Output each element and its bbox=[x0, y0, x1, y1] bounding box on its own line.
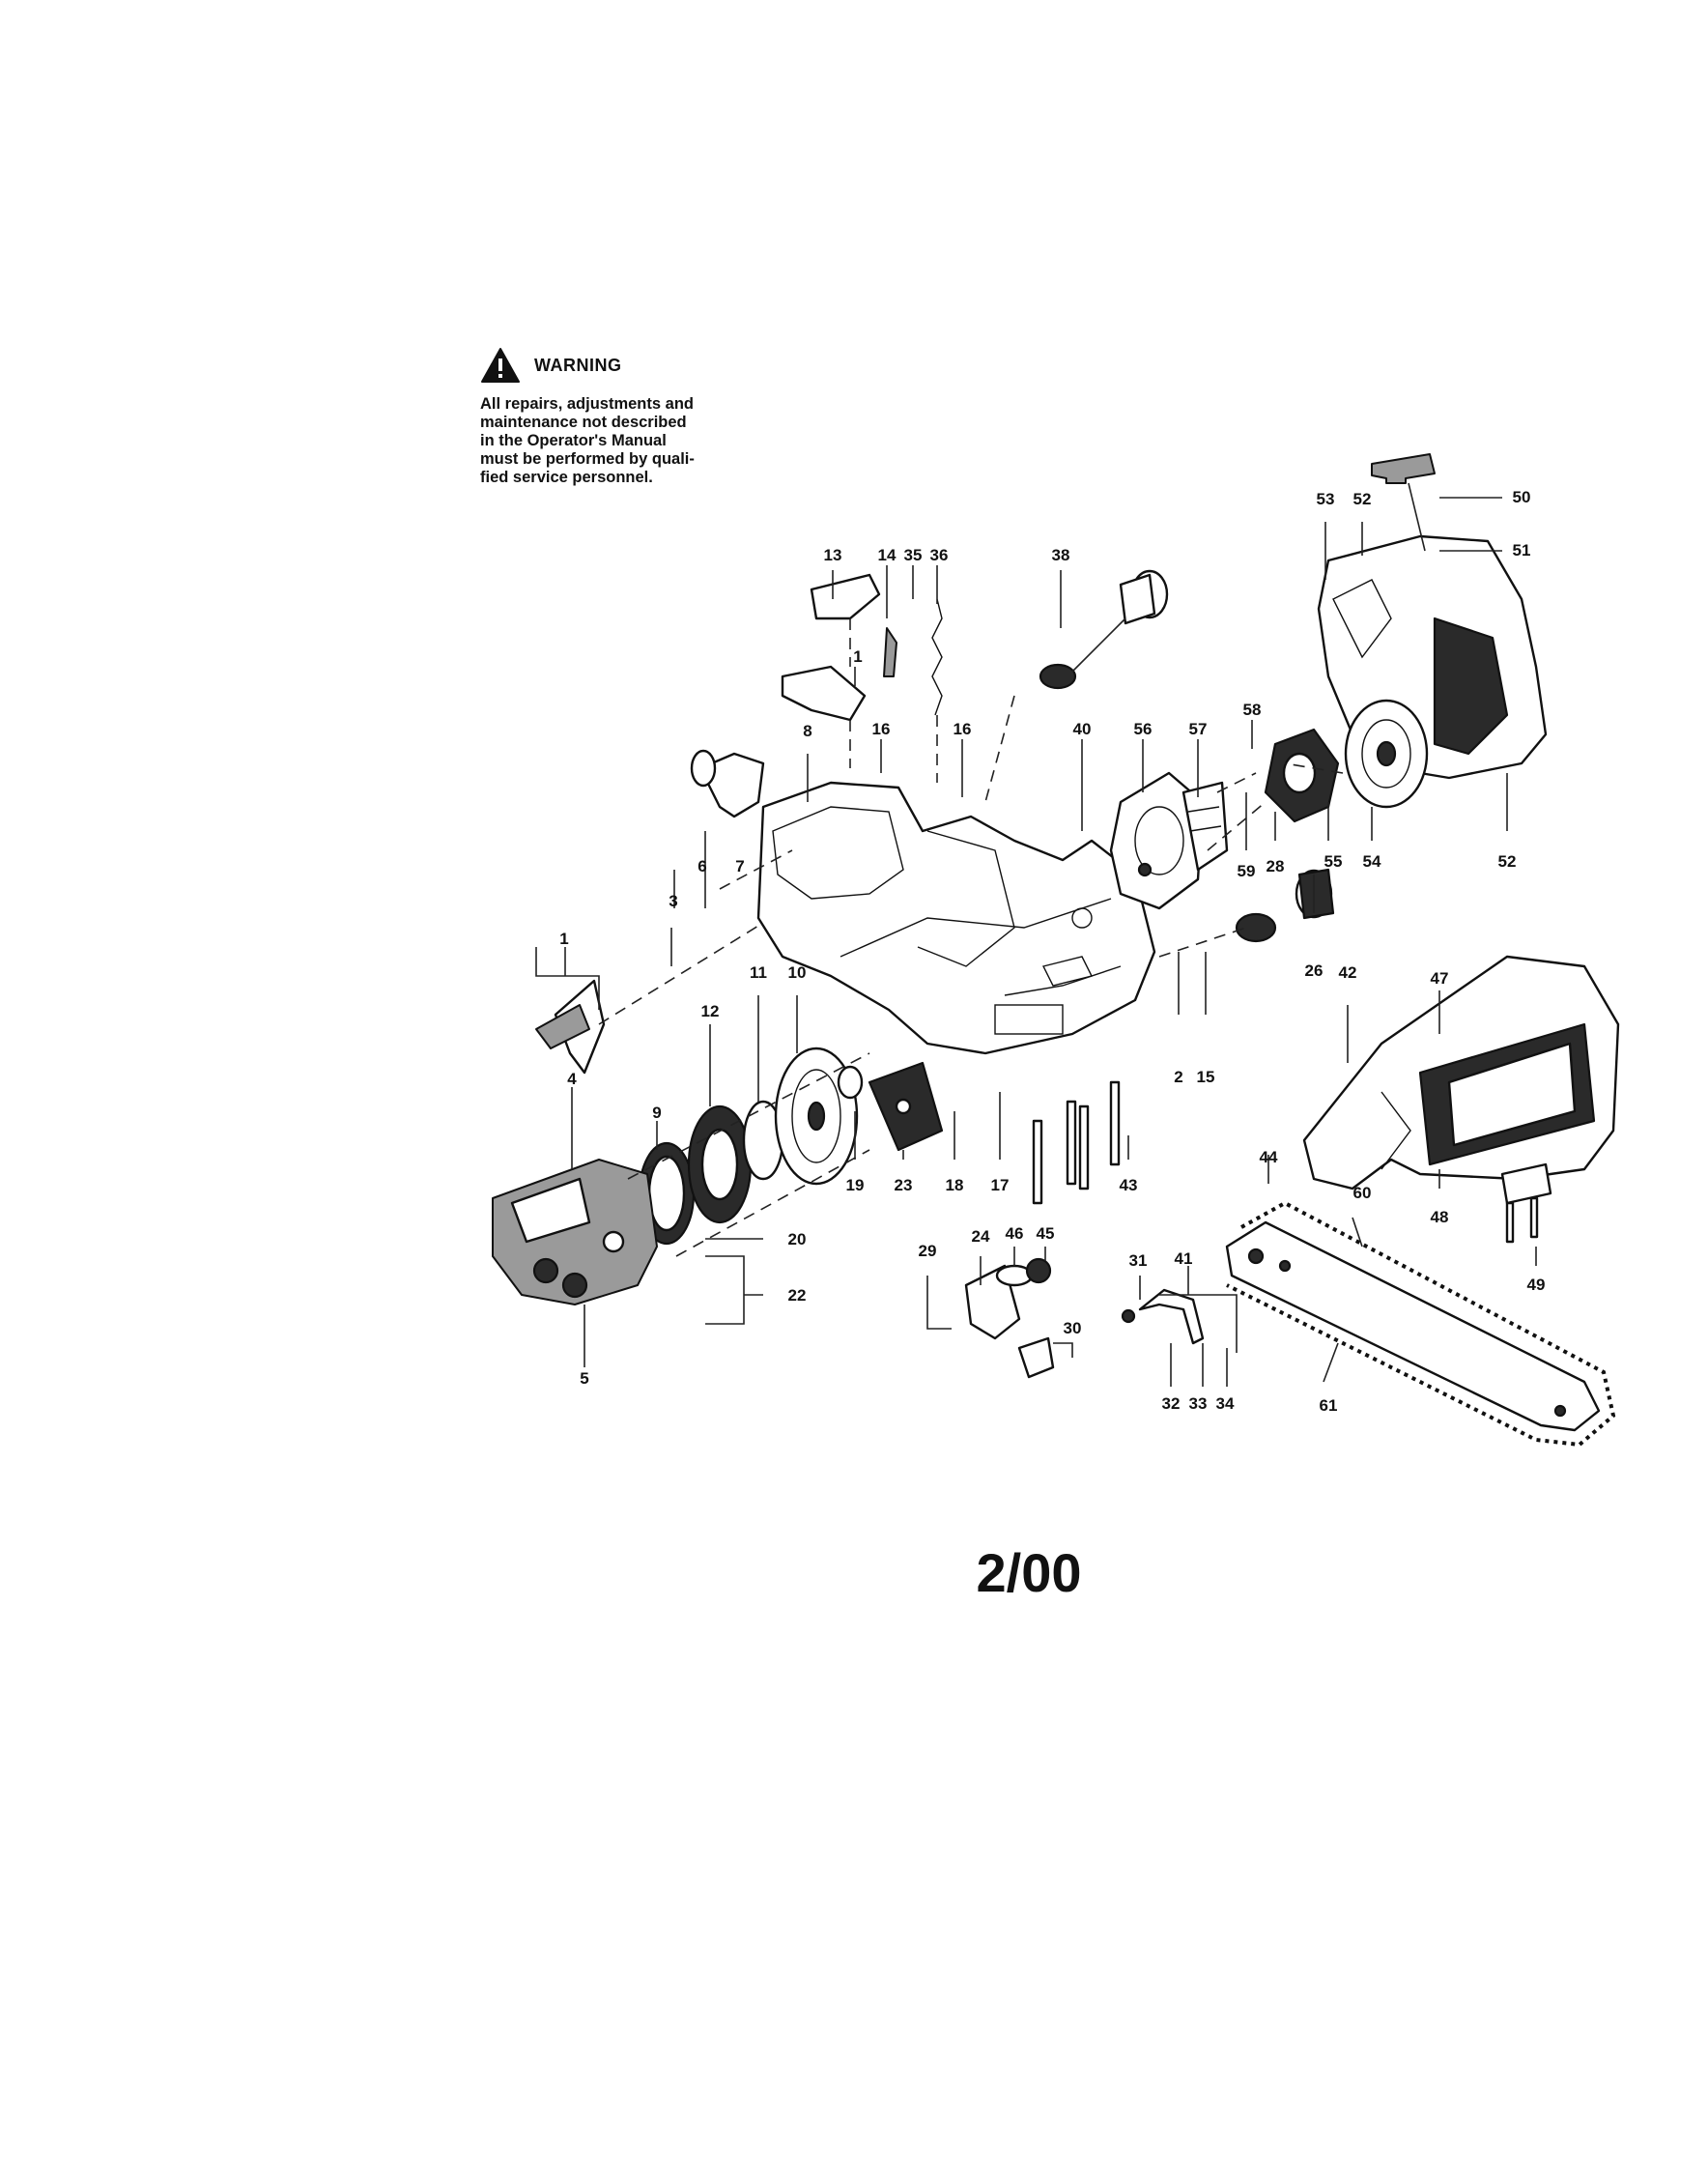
callout-45: 45 bbox=[1037, 1224, 1055, 1243]
callout-52b: 52 bbox=[1498, 852, 1517, 871]
bumper-spike bbox=[1500, 1162, 1552, 1244]
callout-61: 61 bbox=[1320, 1396, 1338, 1415]
callout-56: 56 bbox=[1134, 720, 1153, 738]
callout-11: 11 bbox=[750, 963, 767, 982]
callout-50: 50 bbox=[1513, 488, 1531, 506]
callout-22: 22 bbox=[788, 1286, 807, 1305]
callout-1: 1 bbox=[559, 930, 568, 948]
callout-1b: 1 bbox=[853, 647, 862, 666]
callout-40: 40 bbox=[1073, 720, 1092, 738]
throttle-trigger bbox=[690, 749, 765, 818]
callout-32: 32 bbox=[1162, 1394, 1181, 1413]
throttle-linkage bbox=[781, 573, 897, 722]
flywheel bbox=[1264, 728, 1340, 823]
warning-box: WARNING All repairs, adjustments and mai… bbox=[480, 343, 770, 487]
callout-5: 5 bbox=[580, 1369, 588, 1388]
callout-46: 46 bbox=[1006, 1224, 1024, 1243]
warning-line: All repairs, adjustments and bbox=[480, 395, 694, 413]
oil-line bbox=[1121, 1288, 1205, 1345]
callout-33: 33 bbox=[1189, 1394, 1208, 1413]
callout-4: 4 bbox=[567, 1070, 577, 1088]
callout-28: 28 bbox=[1267, 857, 1285, 875]
callout-36: 36 bbox=[930, 546, 949, 564]
callout-16: 16 bbox=[872, 720, 891, 738]
callout-38: 38 bbox=[1052, 546, 1070, 564]
callout-43: 43 bbox=[1120, 1176, 1138, 1194]
callout-51: 51 bbox=[1513, 541, 1531, 559]
callout-8: 8 bbox=[803, 722, 811, 740]
adjustment-spring bbox=[931, 598, 943, 783]
callout-20: 20 bbox=[788, 1230, 807, 1248]
callout-42: 42 bbox=[1339, 963, 1357, 982]
warning-triangle-icon bbox=[481, 348, 520, 383]
callout-3: 3 bbox=[669, 892, 677, 910]
callout-31: 31 bbox=[1129, 1251, 1148, 1270]
oil-pump bbox=[964, 1257, 1055, 1379]
callout-24: 24 bbox=[972, 1227, 990, 1246]
callout-35: 35 bbox=[904, 546, 923, 564]
callout-29: 29 bbox=[919, 1242, 937, 1260]
starter-pulley bbox=[1344, 699, 1429, 809]
front-hand-guard bbox=[1302, 955, 1620, 1190]
callout-17: 17 bbox=[991, 1176, 1010, 1194]
callout-18: 18 bbox=[946, 1176, 964, 1194]
starter-handle bbox=[1371, 453, 1436, 552]
bar-nuts bbox=[532, 1257, 588, 1299]
ignition-module bbox=[1109, 771, 1205, 910]
callout-44: 44 bbox=[1260, 1148, 1278, 1166]
callout-47: 47 bbox=[1431, 969, 1449, 988]
callout-34: 34 bbox=[1216, 1394, 1235, 1413]
cylinder-bolts bbox=[1032, 1080, 1121, 1205]
fuel-cap-assembly bbox=[1039, 569, 1169, 690]
callout-14: 14 bbox=[878, 546, 897, 564]
warning-text: All repairs, adjustments and maintenance… bbox=[480, 395, 770, 487]
revision-date: 2/00 bbox=[976, 1542, 1082, 1603]
guide-bar-and-chain bbox=[1225, 1200, 1616, 1448]
callout-12: 12 bbox=[701, 1002, 720, 1020]
callout-26: 26 bbox=[1305, 961, 1324, 980]
assembly-lines bbox=[598, 618, 1344, 1257]
callout-labels: 1 1 2 3 4 5 6 7 8 9 10 11 12 13 14 15 16… bbox=[559, 488, 1545, 1415]
callout-30: 30 bbox=[1064, 1319, 1082, 1337]
warning-line: must be performed by quali- bbox=[480, 450, 695, 468]
callout-52: 52 bbox=[1353, 490, 1372, 508]
callout-59: 59 bbox=[1238, 862, 1256, 880]
leader-lines bbox=[535, 497, 1537, 1387]
callout-48: 48 bbox=[1431, 1208, 1449, 1226]
callout-16b: 16 bbox=[954, 720, 972, 738]
warning-title: WARNING bbox=[534, 355, 622, 375]
callout-54: 54 bbox=[1363, 852, 1381, 871]
warning-line: maintenance not described bbox=[480, 414, 687, 431]
callout-15: 15 bbox=[1197, 1068, 1215, 1086]
callout-10: 10 bbox=[788, 963, 807, 982]
callout-13: 13 bbox=[824, 546, 842, 564]
callout-7: 7 bbox=[735, 857, 744, 875]
clutch-assembly bbox=[638, 1047, 864, 1246]
callout-60: 60 bbox=[1353, 1184, 1372, 1202]
callout-23: 23 bbox=[895, 1176, 913, 1194]
callout-2: 2 bbox=[1174, 1068, 1182, 1086]
callout-55: 55 bbox=[1324, 852, 1343, 871]
callout-19: 19 bbox=[846, 1176, 865, 1194]
callout-9: 9 bbox=[652, 1104, 661, 1122]
callout-53: 53 bbox=[1317, 490, 1335, 508]
ignition-coil bbox=[1181, 781, 1229, 872]
oil-cap bbox=[1235, 868, 1335, 943]
chain-brake-plate bbox=[868, 1061, 944, 1152]
warning-line: in the Operator's Manual bbox=[480, 432, 667, 449]
callout-57: 57 bbox=[1189, 720, 1208, 738]
warning-line: fied service personnel. bbox=[480, 469, 653, 486]
brake-lever bbox=[535, 979, 606, 1075]
callout-49: 49 bbox=[1527, 1276, 1546, 1294]
callout-41: 41 bbox=[1175, 1249, 1193, 1268]
main-housing bbox=[756, 781, 1156, 1055]
warning-header: WARNING bbox=[480, 343, 770, 387]
callout-6: 6 bbox=[697, 857, 706, 875]
callout-58: 58 bbox=[1243, 701, 1262, 719]
